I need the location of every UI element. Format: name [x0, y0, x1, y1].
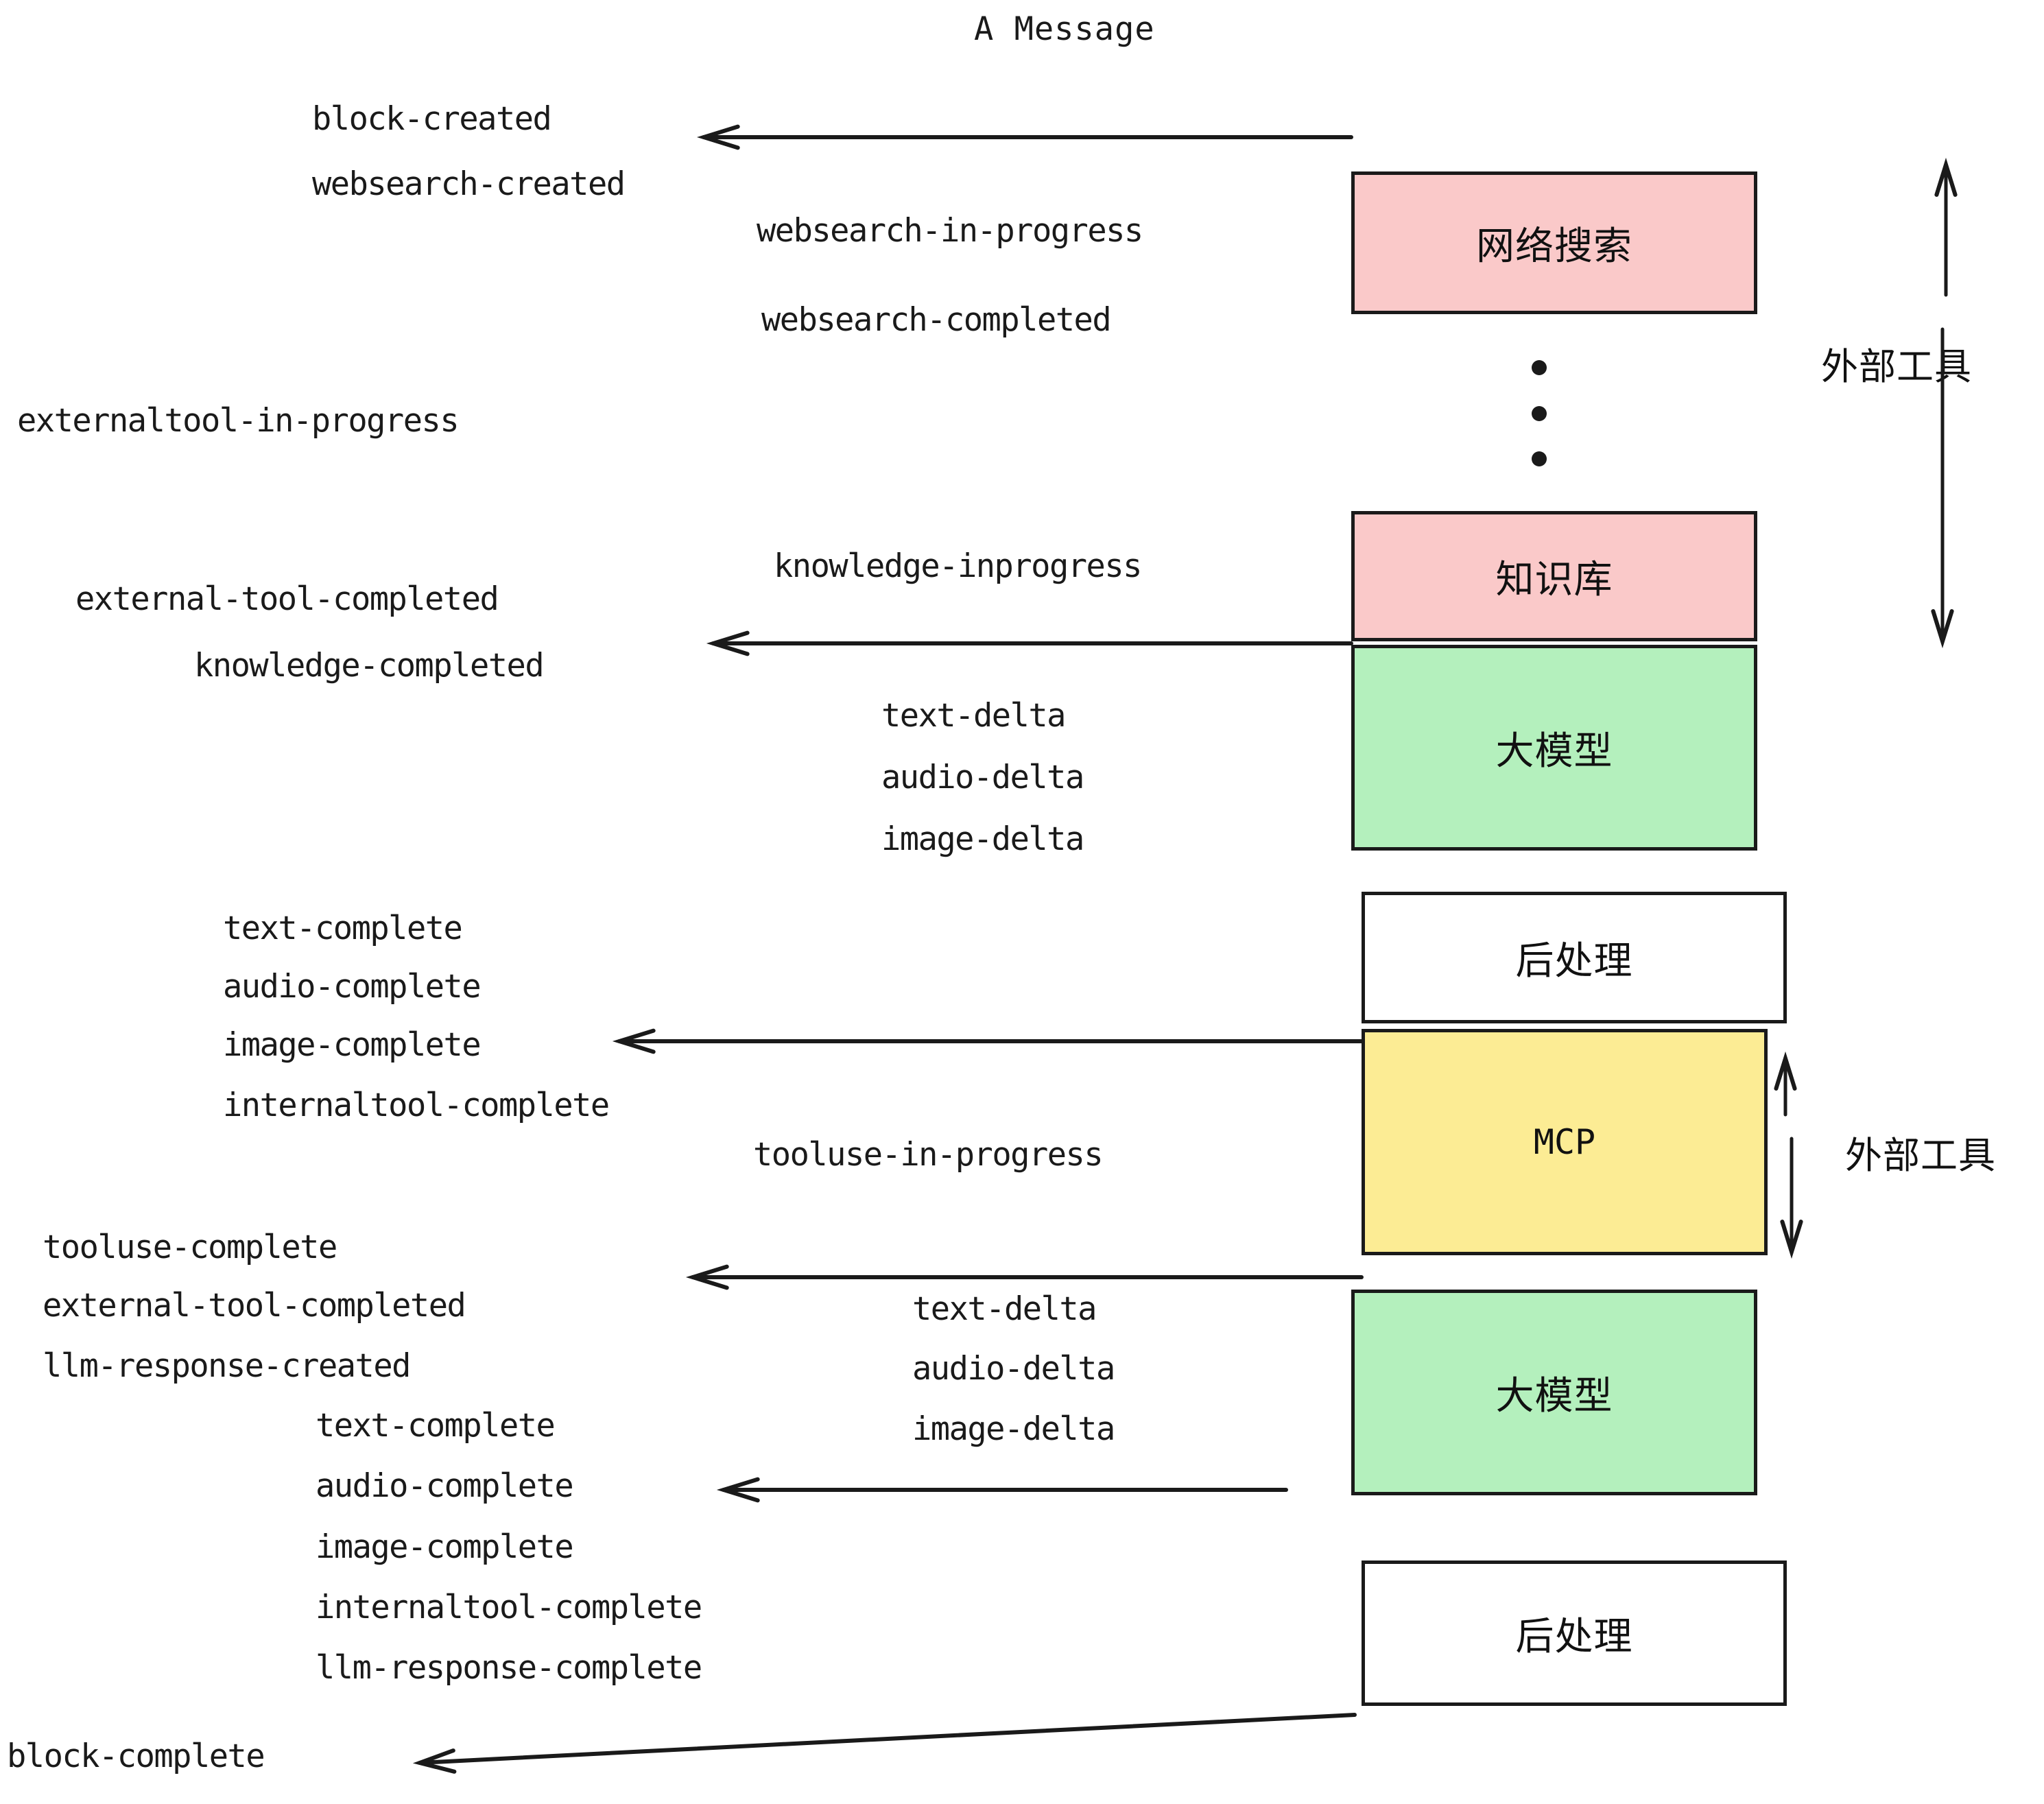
event-label-websearch-created: websearch-created — [312, 165, 626, 203]
box-post-bottom[interactable]: 后处理 — [1362, 1560, 1787, 1706]
box-label: 后处理 — [1515, 1614, 1633, 1659]
event-label-external-tool-completed-2: external-tool-completed — [43, 1287, 466, 1325]
event-label-image-complete-2: image-complete — [316, 1528, 574, 1566]
event-label-text-delta-1: text-delta — [881, 697, 1066, 735]
event-label-tooluse-complete: tooluse-complete — [43, 1229, 337, 1266]
event-label-knowledge-completed: knowledge-completed — [194, 647, 545, 685]
arrow-block-complete-head — [412, 1748, 457, 1774]
event-label-text-complete-2: text-complete — [316, 1407, 556, 1445]
external-tools-arrow-down-top-head — [1931, 609, 1954, 649]
box-llm-bottom[interactable]: 大模型 — [1351, 1290, 1757, 1495]
vertical-ellipsis-dot — [1532, 406, 1547, 421]
event-label-externaltool-in-progress: externaltool-in-progress — [17, 402, 460, 440]
box-knowledge[interactable]: 知识库 — [1351, 511, 1757, 641]
external-tools-arrow-up-bot-head — [1774, 1051, 1797, 1091]
vertical-ellipsis-dot — [1532, 360, 1547, 375]
external-tools-arrow-down-bot-head — [1780, 1220, 1803, 1259]
arrow-knowledge-head — [706, 630, 750, 656]
event-label-audio-delta-1: audio-delta — [881, 759, 1084, 796]
box-label: 知识库 — [1495, 557, 1613, 602]
event-label-websearch-completed: websearch-completed — [761, 301, 1112, 339]
arrow-block-complete-line — [418, 1713, 1357, 1765]
event-label-block-complete: block-complete — [7, 1737, 265, 1775]
box-mcp[interactable]: MCP — [1362, 1029, 1768, 1255]
page-title: A Message — [974, 10, 1155, 48]
event-label-external-tool-completed-1: external-tool-completed — [75, 580, 499, 618]
event-label-tooluse-in-progress: tooluse-in-progress — [753, 1136, 1104, 1174]
event-label-text-complete-1: text-complete — [223, 910, 463, 947]
arrow-image-complete-head — [612, 1028, 656, 1054]
event-label-block-created: block-created — [312, 100, 552, 138]
group-label-external-tools-bottom: 外部工具 — [1845, 1134, 1996, 1177]
event-label-audio-delta-2: audio-delta — [912, 1350, 1115, 1388]
event-label-knowledge-inprogress: knowledge-inprogress — [774, 547, 1142, 585]
arrow-tooluse-head — [685, 1264, 729, 1290]
event-label-llm-response-complete: llm-response-complete — [316, 1649, 702, 1687]
event-label-image-delta-1: image-delta — [881, 820, 1084, 858]
box-label: 大模型 — [1495, 1373, 1613, 1419]
event-label-text-delta-2: text-delta — [912, 1290, 1097, 1328]
box-label: MCP — [1533, 1122, 1596, 1162]
box-label: 网络搜索 — [1476, 224, 1632, 269]
box-websearch[interactable]: 网络搜索 — [1351, 171, 1757, 314]
event-label-internaltool-complete-1: internaltool-complete — [223, 1087, 610, 1124]
arrow-block-created-head — [696, 124, 740, 150]
arrow-audio-complete-head — [716, 1477, 760, 1503]
external-tools-arrow-up-top-head — [1934, 157, 1958, 197]
event-label-websearch-in-progress: websearch-in-progress — [757, 212, 1143, 250]
event-label-internaltool-complete-2: internaltool-complete — [316, 1589, 702, 1626]
event-label-image-delta-2: image-delta — [912, 1410, 1115, 1448]
vertical-ellipsis-dot — [1532, 451, 1547, 466]
box-post-top[interactable]: 后处理 — [1362, 892, 1787, 1023]
event-label-image-complete-1: image-complete — [223, 1026, 482, 1064]
event-label-audio-complete-1: audio-complete — [223, 968, 482, 1006]
group-label-external-tools-top: 外部工具 — [1821, 345, 1972, 388]
event-label-audio-complete-2: audio-complete — [316, 1467, 574, 1505]
event-label-llm-response-created: llm-response-created — [43, 1347, 411, 1385]
box-llm-top[interactable]: 大模型 — [1351, 645, 1757, 851]
box-label: 大模型 — [1495, 728, 1613, 774]
box-label: 后处理 — [1515, 938, 1633, 984]
